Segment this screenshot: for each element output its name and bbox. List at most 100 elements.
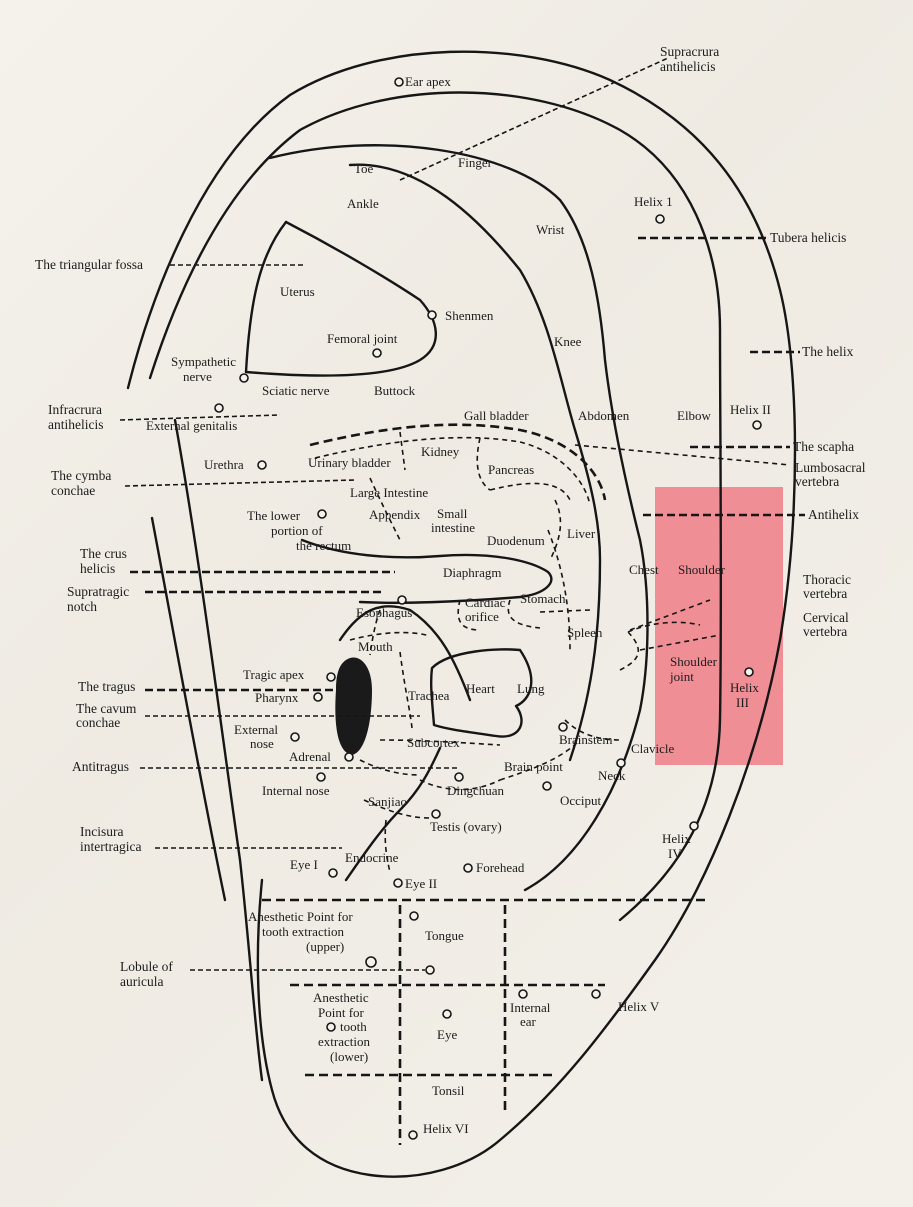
triangular-fossa-upper [246,222,436,376]
label-tubera: Tubera helicis [770,230,846,245]
marker-anesthetic-lower [327,1023,335,1031]
label-helix-6: Helix VI [423,1121,469,1136]
marker-internal-nose [317,773,325,781]
label-pancreas: Pancreas [488,462,534,477]
label-abdomen: Abdomen [578,408,630,423]
marker-ext-genitalis [215,404,223,412]
marker-tongue [410,912,418,920]
label-antitragus: Antitragus [72,759,129,774]
marker-external-nose [291,733,299,741]
label-sympathetic: Sympathetic nerve [171,354,239,384]
label-thoracic: Thoracic vertebra [803,572,854,601]
label-helix-2: Helix II [730,402,771,417]
label-testis: Testis (ovary) [430,819,502,834]
label-helix-4: Helix IV [662,831,694,861]
label-ankle: Ankle [347,196,379,211]
label-tonsil: Tonsil [432,1083,465,1098]
marker-adrenal [345,753,353,761]
label-dingchuan: Dingchuan [447,783,505,798]
label-wrist: Wrist [536,222,565,237]
label-internal-nose: Internal nose [262,783,330,798]
marker-helix-2 [753,421,761,429]
marker-ear-apex [395,78,403,86]
marker-sympathetic [240,374,248,382]
label-gall-bladder: Gall bladder [464,408,529,423]
marker-tragic-apex [327,673,335,681]
label-endocrine: Endocrine [345,850,399,865]
label-scapha: The scapha [793,439,854,454]
label-shenmen: Shenmen [445,308,494,323]
label-external-nose: External nose [234,722,281,751]
label-tongue: Tongue [425,928,464,943]
concha-left-edge [152,518,225,900]
marker-helix-6 [409,1131,417,1139]
marker-dingchuan [455,773,463,781]
label-trachea: Trachea [408,688,450,703]
label-appendix: Appendix [369,507,421,522]
marker-lower-rectum [318,510,326,518]
label-eye: Eye [437,1027,457,1042]
label-duodenum: Duodenum [487,533,545,548]
label-brainstem: Brainstem [559,732,612,747]
marker-eye-2 [394,879,402,887]
tragus-shape [335,658,372,755]
label-lumbosacral: Lumbosacral vertebra [795,460,869,489]
label-anesthetic-lower: Anesthetic Point for tooth extraction (l… [313,990,373,1064]
label-cardiac: Cardiac orifice [465,595,509,624]
label-toe: Toe [354,161,374,176]
label-kidney: Kidney [421,444,460,459]
label-cervical: Cervical vertebra [803,610,852,639]
marker-urethra [258,461,266,469]
label-sciatic: Sciatic nerve [262,383,330,398]
label-stomach: Stomach [520,591,566,606]
label-ext-genitalis: External genitalis [146,418,237,433]
marker-forehead [464,864,472,872]
label-antihelix: Antihelix [808,507,859,522]
label-sanjiao: Sanjiao [368,794,407,809]
marker-neck [617,759,625,767]
label-chest: Chest [629,562,659,577]
label-cavum: The cavum conchae [76,701,140,730]
label-internal-ear: Internal ear [510,1000,554,1029]
marker-helix-1 [656,215,664,223]
label-lower-rectum: The lower portion of the rectum [247,508,351,553]
marker-brainstem [559,723,567,731]
label-brain-point: Brain point [504,759,563,774]
marker-anesthetic-upper [366,957,376,967]
label-lobule: Lobule of auricula [120,959,176,989]
label-heart: Heart [466,681,495,696]
marker-occiput [543,782,551,790]
label-knee: Knee [554,334,582,349]
marker-eye-1 [329,869,337,877]
label-pharynx: Pharynx [255,690,299,705]
label-femoral: Femoral joint [327,331,398,346]
label-crus-helicis: The crus helicis [80,546,130,576]
marker-eye [443,1010,451,1018]
label-tragic-apex: Tragic apex [243,667,305,682]
label-shoulder: Shoulder [678,562,726,577]
label-large-intestine: Large Intestine [350,485,428,500]
marker-helix-3 [745,668,753,676]
label-esophagus: Esophagus [356,605,412,620]
label-urethra: Urethra [204,457,244,472]
label-supracrura: Supracrura antihelicis [660,44,723,74]
label-subcortex: Subcortex [407,735,460,750]
label-helix: The helix [802,344,854,359]
label-neck: Neck [598,768,626,783]
label-anesthetic-upper: Anesthetic Point for tooth extraction (u… [248,909,356,954]
label-ear-apex: Ear apex [405,74,451,89]
label-small-intestine: Small intestine [431,506,475,535]
label-incisura: Incisura intertragica [80,824,141,854]
marker-helix-4 [690,822,698,830]
marker-pharynx [314,693,322,701]
label-spleen: Spleen [567,625,603,640]
label-helix-5: Helix V [618,999,660,1014]
label-forehead: Forehead [476,860,525,875]
label-adrenal: Adrenal [289,749,331,764]
label-eye-1: Eye I [290,857,318,872]
label-elbow: Elbow [677,408,712,423]
label-mouth: Mouth [358,639,393,654]
label-finger: Finger [458,155,493,170]
label-supratragic: Supratragic notch [67,584,133,614]
